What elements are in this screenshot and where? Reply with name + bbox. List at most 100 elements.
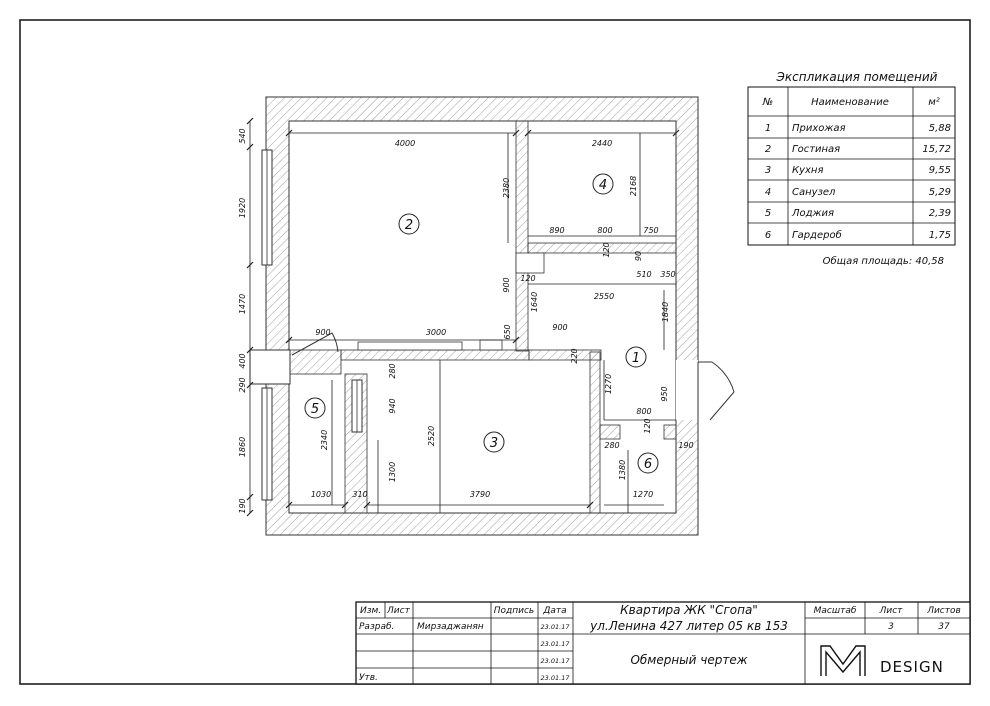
dim-l540: 540 <box>238 128 247 143</box>
explication-row-area: 2,39 <box>929 208 951 219</box>
explication-total: Общая площадь: 40,58 <box>823 255 944 267</box>
dim-120c: 120 <box>643 418 652 433</box>
dim-800b: 800 <box>636 407 651 416</box>
stamp-h-list: Лист <box>386 606 411 616</box>
dim-l1470: 1470 <box>238 294 247 314</box>
stamp-h-izm: Изм. <box>360 606 381 616</box>
stamp-utv: Утв. <box>359 673 378 683</box>
explication-header-area: м² <box>928 97 940 108</box>
explication-row-num: 3 <box>765 165 771 176</box>
explication-row-name: Гостиная <box>792 144 840 155</box>
dim-890: 890 <box>549 226 564 235</box>
dim-940: 940 <box>388 398 397 413</box>
dim-2440: 2440 <box>592 139 612 148</box>
wall-wardrobe-top2 <box>663 424 677 440</box>
explication-header-name: Наименование <box>811 97 889 108</box>
dim-190a: 190 <box>678 441 693 450</box>
wall-2-4 <box>515 120 529 352</box>
explication-table: Экспликация помещений № Наименование м² … <box>747 70 956 267</box>
dim-1270b: 1270 <box>633 490 653 499</box>
room-marker-2 <box>398 213 420 235</box>
dim-l1920: 1920 <box>238 198 247 218</box>
wall-wardrobe-top <box>599 424 621 440</box>
dim-800a: 800 <box>597 226 612 235</box>
logo-text: DESIGN <box>880 658 944 676</box>
dim-220: 220 <box>570 348 579 363</box>
dim-1270a: 1270 <box>604 374 613 394</box>
dim-l400: 400 <box>238 353 247 368</box>
stamp-h-data: Дата <box>542 606 566 616</box>
dim-1840: 1840 <box>661 302 670 322</box>
stamp-sheet: 3 <box>888 622 894 632</box>
entrance-door-swing <box>698 361 735 421</box>
explication-row-num: 6 <box>765 230 771 241</box>
dim-90: 90 <box>634 251 643 261</box>
room-label-2: 2 <box>405 218 413 233</box>
room-label-1: 1 <box>632 351 640 366</box>
explication-row-num: 4 <box>765 187 771 198</box>
room-marker-5 <box>304 397 326 419</box>
floor-plan: 1 2 3 4 5 6 4000 2440 890 800 750 510 35… <box>238 96 735 536</box>
stamp-razrab: Разраб. <box>359 622 394 632</box>
room-marker-4 <box>592 173 614 195</box>
explication-row-area: 15,72 <box>922 144 951 155</box>
explication-header-num: № <box>762 97 773 108</box>
stamp-date: 23.01.17 <box>541 623 571 631</box>
stamp-date: 23.01.17 <box>541 674 571 682</box>
dim-310: 310 <box>352 490 367 499</box>
dim-1030: 1030 <box>311 490 331 499</box>
wall-3-1 <box>528 349 602 361</box>
explication-row-area: 5,29 <box>929 187 951 198</box>
dim-l1860: 1860 <box>238 437 247 457</box>
explication-row-name: Прихожая <box>792 123 846 134</box>
dim-l290: 290 <box>238 377 247 392</box>
explication-title: Экспликация помещений <box>776 70 938 84</box>
dim-280a: 280 <box>604 441 619 450</box>
wall-kitchen-right <box>589 351 601 514</box>
dim-950: 950 <box>660 386 669 401</box>
room-label-3: 3 <box>490 436 498 451</box>
room-marker-1 <box>625 346 647 368</box>
design-logo-icon <box>820 645 866 676</box>
dim-750: 750 <box>643 226 658 235</box>
explication-row-num: 5 <box>765 208 771 219</box>
dim-120a: 120 <box>602 242 611 257</box>
entrance-door-gap <box>676 360 698 420</box>
room-label-4: 4 <box>599 178 607 193</box>
dim-l190: 190 <box>238 498 247 513</box>
dim-1300: 1300 <box>388 462 397 482</box>
dim-3000: 3000 <box>426 328 446 337</box>
explication-row-num: 2 <box>765 144 771 155</box>
dim-280b: 280 <box>388 363 397 378</box>
wall-2-3 <box>340 349 530 361</box>
stamp-h-podpis: Подпись <box>494 606 534 616</box>
explication-row-name: Гардероб <box>792 229 842 241</box>
wall-loggia-top <box>288 349 342 375</box>
stamp-h-sheets: Листов <box>926 606 961 616</box>
project-line-2: ул.Ленина 427 литер 05 кв 153 <box>589 619 788 633</box>
dim-1380: 1380 <box>618 460 627 480</box>
room-marker-6 <box>637 452 659 474</box>
explication-row-num: 1 <box>765 123 771 134</box>
room-label-5: 5 <box>311 402 319 417</box>
dim-3790: 3790 <box>470 490 490 499</box>
dim-2168: 2168 <box>629 176 638 196</box>
dim-900c: 900 <box>552 323 567 332</box>
loggia-door-gap <box>249 349 291 385</box>
explication-row-name: Кухня <box>792 165 824 176</box>
dim-350: 350 <box>660 270 675 279</box>
wall-4-bottom <box>527 242 677 254</box>
title-block: Изм. Лист Подпись Дата Разраб. Мирзаджан… <box>355 601 971 685</box>
explication-row-area: 5,88 <box>929 123 951 134</box>
dim-650: 650 <box>503 324 512 339</box>
dim-2380: 2380 <box>502 178 511 198</box>
dim-510: 510 <box>636 270 651 279</box>
stamp-date: 23.01.17 <box>541 640 571 648</box>
dim-120b: 120 <box>520 274 535 283</box>
stamp-date: 23.01.17 <box>541 657 571 665</box>
exterior-walls <box>265 96 699 536</box>
dim-4000: 4000 <box>395 139 415 148</box>
stamp-sheets: 37 <box>938 622 950 632</box>
project-line-1: Квартира ЖК "Сгопа" <box>620 603 758 617</box>
